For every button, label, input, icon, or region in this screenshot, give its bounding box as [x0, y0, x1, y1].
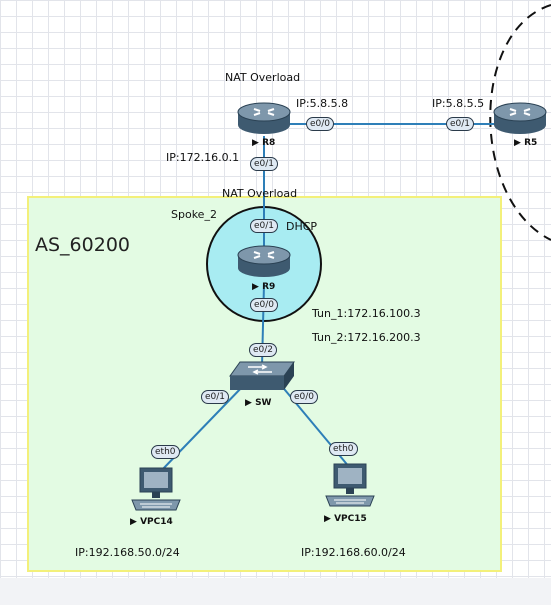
pc-vpc15-name: ▶ VPC15 [324, 514, 367, 524]
pc-icon [325, 463, 375, 507]
topology-canvas [27, 4, 551, 572]
router-r9-name-text: R9 [262, 282, 276, 292]
vpc14-net-label: IP:192.168.50.0/24 [75, 546, 180, 559]
iface-vpc15-eth0[interactable]: eth0 [329, 442, 358, 456]
switch-icon [229, 361, 295, 390]
iface-r8-e01[interactable]: e0/1 [250, 157, 279, 171]
router-icon [493, 102, 547, 134]
iface-vpc14-eth0[interactable]: eth0 [151, 445, 180, 459]
switch-sw[interactable] [228, 360, 296, 394]
switch-sw-name-text: SW [255, 398, 272, 408]
iface-sw-e00[interactable]: e0/0 [290, 390, 319, 404]
pc-vpc14[interactable] [130, 466, 182, 516]
r9-dhcp-label: DHCP [286, 220, 318, 233]
router-icon [237, 245, 291, 277]
router-r5-name-text: R5 [524, 138, 538, 148]
r9-role-label: Spoke_2 [171, 208, 217, 221]
r8-lan-ip-label: IP:172.16.0.1 [166, 151, 240, 164]
router-r9[interactable] [236, 245, 292, 279]
router-r8-name: ▶ R8 [252, 138, 276, 148]
router-r5-name: ▶ R5 [514, 138, 538, 148]
r9-nat-label: NAT Overload [222, 187, 298, 200]
external-as-circle [489, 4, 551, 241]
pc-icon [131, 467, 181, 511]
router-r8[interactable] [236, 102, 292, 136]
as-label: AS_60200 [35, 234, 130, 256]
iface-r9-e01[interactable]: e0/1 [250, 219, 279, 233]
r8-wan-ip-label: IP:5.8.5.8 [296, 97, 349, 110]
pc-vpc15[interactable] [324, 462, 376, 512]
iface-sw-e01[interactable]: e0/1 [201, 390, 230, 404]
pc-vpc14-name: ▶ VPC14 [130, 517, 173, 527]
iface-sw-e02[interactable]: e0/2 [249, 343, 278, 357]
iface-r8-e00[interactable]: e0/0 [306, 117, 335, 131]
r9-tun1-label: Tun_1:172.16.100.3 [312, 307, 421, 320]
r9-tun2-label: Tun_2:172.16.200.3 [312, 331, 421, 344]
pc-vpc15-name-text: VPC15 [334, 514, 367, 524]
router-r9-name: ▶ R9 [252, 282, 276, 292]
router-r5[interactable] [492, 102, 551, 136]
canvas-bottom-strip [0, 578, 551, 605]
switch-sw-name: ▶ SW [245, 398, 272, 408]
vpc15-net-label: IP:192.168.60.0/24 [301, 546, 406, 559]
iface-r5-e01[interactable]: e0/1 [446, 117, 475, 131]
r8-nat-label: NAT Overload [225, 71, 301, 84]
pc-vpc14-name-text: VPC14 [140, 517, 173, 527]
router-icon [237, 102, 291, 134]
iface-r9-e00[interactable]: e0/0 [250, 298, 279, 312]
r5-wan-ip-label: IP:5.8.5.5 [432, 97, 485, 110]
router-r8-name-text: R8 [262, 138, 276, 148]
